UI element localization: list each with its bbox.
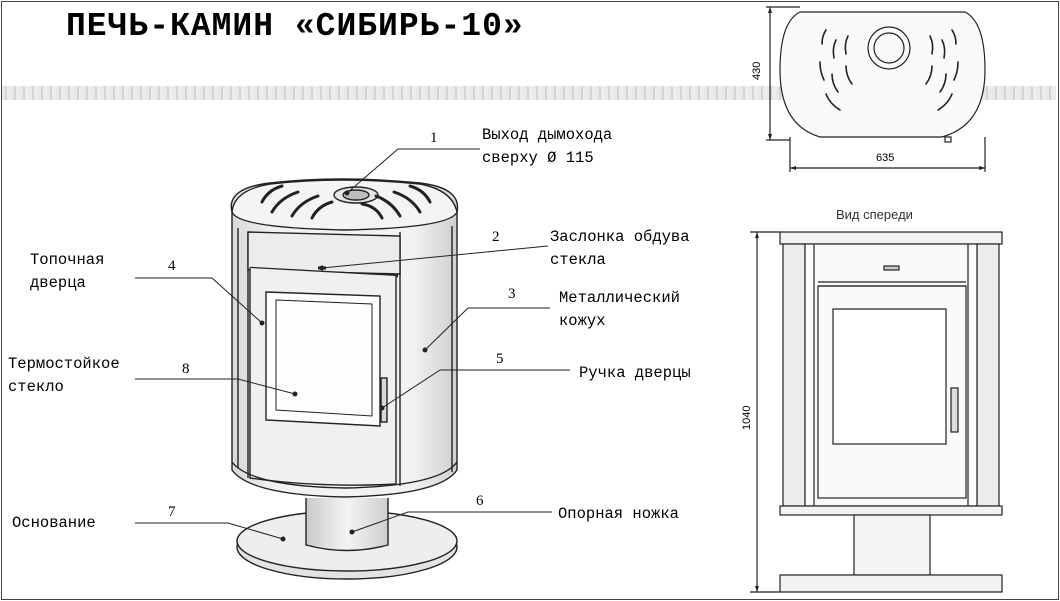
callout-label-7: Основание <box>12 514 96 532</box>
callout-label-2: Заслонка обдува стекла <box>550 228 690 269</box>
leader-lines <box>135 148 570 540</box>
callout-number-1: 1 <box>430 130 438 146</box>
callout-number-5: 5 <box>496 351 504 367</box>
callout-label-3: Металлический кожух <box>559 289 680 330</box>
top-view-depth-dim: 430 <box>751 61 763 80</box>
stove-isometric <box>230 178 459 580</box>
front-view <box>750 231 1003 593</box>
callout-number-8: 8 <box>182 361 190 377</box>
front-view-caption: Вид спереди <box>836 207 913 222</box>
callout-label-6: Опорная ножка <box>558 505 679 523</box>
callout-label-5: Ручка дверцы <box>579 364 691 382</box>
callout-number-4: 4 <box>168 258 176 274</box>
callout-number-7: 7 <box>168 504 176 520</box>
callout-number-6: 6 <box>476 493 484 509</box>
callout-label-8: Термостойкое стекло <box>8 355 120 396</box>
callout-number-2: 2 <box>492 229 500 245</box>
front-view-height-dim: 1040 <box>741 405 753 430</box>
top-view <box>766 6 986 172</box>
top-view-width-dim: 635 <box>876 152 895 164</box>
page-title: ПЕЧЬ-КАМИН «СИБИРЬ-10» <box>66 8 524 45</box>
leader-dots <box>259 190 428 542</box>
callout-number-3: 3 <box>508 286 516 302</box>
callout-label-4: Топочная дверца <box>30 251 105 292</box>
callout-label-1: Выход дымохода сверху Ø 115 <box>482 126 613 167</box>
